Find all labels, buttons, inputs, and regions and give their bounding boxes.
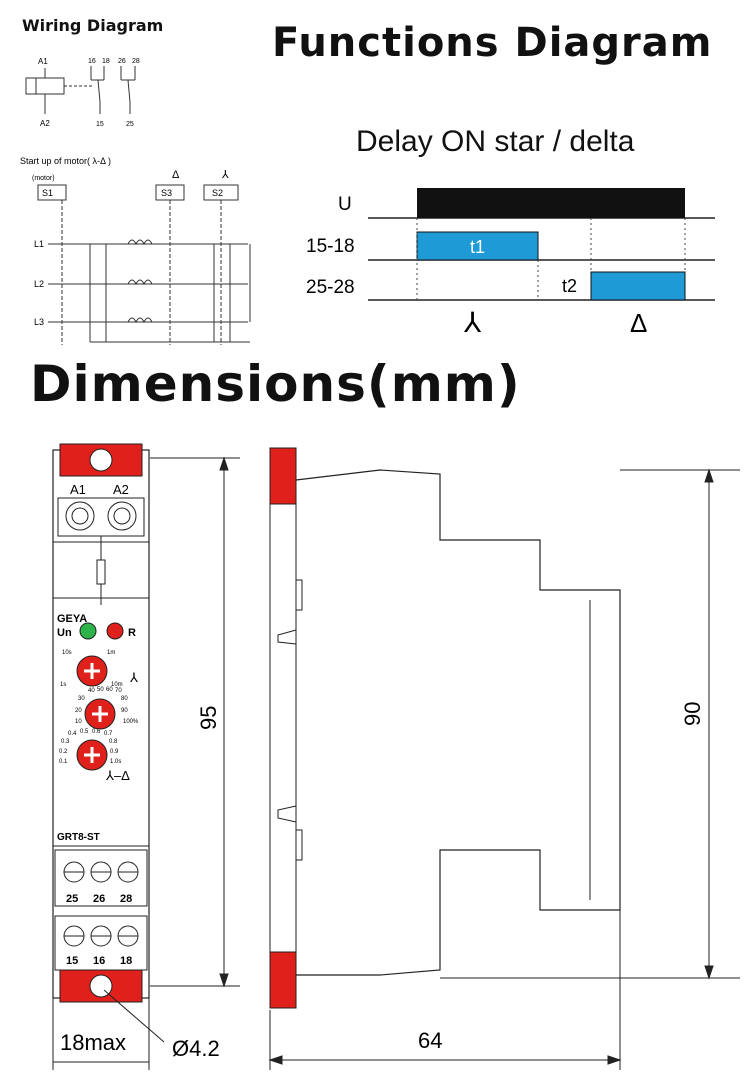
- terminal-label-28: 28: [132, 58, 140, 65]
- terminal-label-16: 16: [88, 58, 96, 65]
- motor-caption: Start up of motor( λ-Δ ): [20, 156, 111, 166]
- phase-label-l2: L2: [34, 279, 44, 289]
- dimension-hole: Ø4.2: [172, 1036, 220, 1061]
- brand-logo: GEYA: [57, 613, 87, 625]
- t2-label: t2: [562, 276, 577, 296]
- knob2-label-50: 50: [97, 687, 104, 693]
- terminal-label-25: 25: [66, 893, 78, 905]
- contact-symbols: [90, 66, 136, 114]
- dimensions-title: Dimensions(mm): [30, 355, 521, 413]
- supply-bar: [417, 188, 685, 218]
- motor-subcaption: (motor): [32, 175, 55, 182]
- terminal-a2-label: A2: [113, 482, 129, 497]
- knob1-label-10s: 10s: [62, 650, 72, 656]
- dimension-depth: 64: [418, 1028, 442, 1053]
- dimension-height: 95: [196, 706, 221, 730]
- terminal-label-18: 18: [120, 955, 132, 967]
- row-label-25-28: 25-28: [306, 277, 355, 298]
- knob3-label-0.6: 0.6: [92, 729, 101, 735]
- terminal-a1-label: A1: [70, 482, 86, 497]
- r-led: [106, 622, 124, 640]
- terminal-label-a1: A1: [38, 57, 48, 66]
- knob3-label-0.3: 0.3: [61, 739, 70, 745]
- knob1-label-1m: 1m: [107, 650, 115, 656]
- row-label-u: U: [338, 194, 352, 215]
- terminal-label-28: 28: [120, 893, 132, 905]
- model-label: GRT8-ST: [57, 832, 100, 843]
- knob2-label-40: 40: [88, 688, 95, 694]
- star-switch-symbol: ⅄: [221, 169, 229, 181]
- knob2-label-80: 80: [121, 696, 128, 702]
- knob-mode-star: ⅄: [129, 670, 138, 685]
- knob2-label-30: 30: [78, 696, 85, 702]
- knob2-label-10: 10: [75, 719, 82, 725]
- terminal-label-15: 15: [96, 121, 104, 128]
- switch-label-s2: S2: [212, 188, 223, 198]
- switch-label-s3: S3: [161, 188, 172, 198]
- un-led: [79, 622, 97, 640]
- terminal-label-25: 25: [126, 121, 134, 128]
- t1-label: t1: [470, 237, 485, 257]
- motor-star-delta-diagram: Start up of motor( λ-Δ ) (motor) Δ ⅄ S1 …: [20, 156, 251, 345]
- knob1-label-10m: 10m: [111, 682, 123, 688]
- contact-wiring-diagram: A1 16 18 26 28 A2 15 25: [25, 57, 140, 128]
- knob2-label-90: 90: [121, 708, 128, 714]
- phase-label-l3: L3: [34, 317, 44, 327]
- knob3-label-0.2: 0.2: [59, 749, 68, 755]
- relay-25-28-bar: [590, 271, 686, 301]
- wiring-diagram-title: Wiring Diagram: [22, 16, 164, 35]
- terminal-label-a2: A2: [40, 119, 50, 128]
- timing-chart: U 15-18 25-28 t1 t2 ⅄ Δ: [306, 188, 715, 338]
- knob3-label-0.9: 0.9: [110, 749, 119, 755]
- coil-symbol: [25, 68, 93, 114]
- knob3-label-0.8: 0.8: [109, 739, 118, 745]
- knob2-label-20: 20: [75, 708, 82, 714]
- side-bottom-clip: [269, 951, 297, 1009]
- device-side-view: 90 64: [268, 447, 740, 1070]
- dimension-width: 18max: [60, 1030, 126, 1055]
- functions-diagram-title: Functions Diagram: [272, 20, 713, 66]
- row-label-15-18: 15-18: [306, 236, 355, 257]
- knob1-label-1s: 1s: [60, 682, 66, 688]
- delay-mode-title: Delay ON star / delta: [356, 125, 635, 158]
- star-symbol: ⅄: [463, 307, 482, 338]
- delta-switch-symbol: Δ: [172, 169, 180, 181]
- knob2-label-100: 100%: [123, 719, 139, 725]
- device-front-view: A1 A2 GEYA Un R 10s 1m 1s 10m ⅄ 40 50 60…: [52, 443, 240, 1070]
- knob3-label-0.1: 0.1: [59, 759, 68, 765]
- knob2-label-60: 60: [106, 687, 113, 693]
- knob-mode-star-delta: ⅄–Δ: [105, 768, 130, 783]
- terminal-label-18: 18: [102, 58, 110, 65]
- un-led-label: Un: [57, 627, 72, 639]
- knob3-label-0.4: 0.4: [68, 731, 77, 737]
- dimension-rail-height: 90: [680, 702, 705, 726]
- knob3-label-0.7: 0.7: [104, 731, 113, 737]
- terminal-label-26: 26: [118, 58, 126, 65]
- knob3-label-1.0s: 1.0s: [110, 759, 121, 765]
- r-led-label: R: [128, 627, 136, 639]
- delta-symbol: Δ: [630, 308, 647, 338]
- knob2-label-70: 70: [115, 688, 122, 694]
- terminal-label-15: 15: [66, 955, 78, 967]
- terminal-label-26: 26: [93, 893, 105, 905]
- terminal-label-16: 16: [93, 955, 105, 967]
- relay-15-18-bar: [416, 231, 539, 261]
- switch-label-s1: S1: [42, 188, 53, 198]
- phase-label-l1: L1: [34, 239, 44, 249]
- side-top-clip: [269, 447, 297, 505]
- knob3-label-0.5: 0.5: [80, 729, 89, 735]
